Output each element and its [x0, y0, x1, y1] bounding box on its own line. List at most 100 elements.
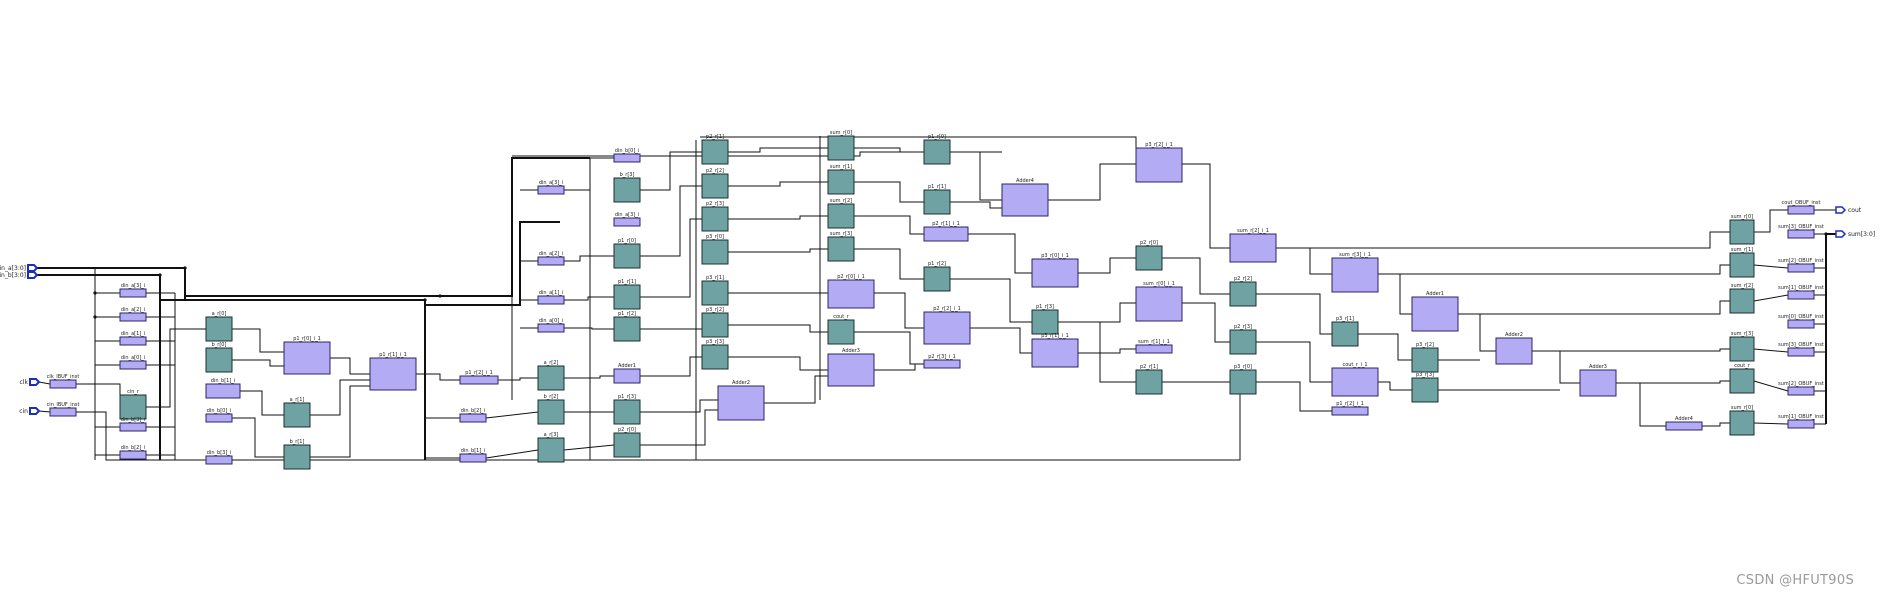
reg-a-r1[interactable] [283, 402, 311, 428]
in-buffer-3b[interactable] [537, 323, 565, 333]
reg-p2-r2b[interactable] [1229, 281, 1257, 307]
reg-final-0[interactable] [1729, 219, 1755, 245]
cell-p1-2[interactable] [459, 375, 499, 385]
reg-p1-r2b[interactable] [923, 266, 951, 292]
cell-p1-2b[interactable] [1331, 406, 1369, 416]
cell-p2-0[interactable] [827, 279, 875, 309]
reg-p3-r1b[interactable] [1331, 321, 1359, 347]
reg-sum-r2[interactable] [827, 203, 855, 229]
reg-p2-r0b[interactable] [1135, 245, 1163, 271]
reg-a-r2[interactable] [537, 365, 565, 391]
in-buffer-4[interactable] [119, 422, 147, 432]
reg-cin-r[interactable] [119, 394, 147, 420]
reg-b-r1[interactable] [283, 444, 311, 470]
cell-p3-2[interactable] [1135, 147, 1183, 183]
reg-p3-r0b[interactable] [1229, 369, 1257, 395]
cell-p2-2[interactable] [923, 311, 971, 345]
reg-sum-r0[interactable] [827, 135, 855, 161]
in-buffer-7b[interactable] [613, 153, 641, 163]
reg-p2-r0[interactable] [613, 432, 641, 458]
reg-sum-r1[interactable] [827, 169, 855, 195]
cell-adder1b[interactable] [1411, 296, 1459, 332]
reg-final-3[interactable] [1729, 336, 1755, 362]
port-din-b[interactable] [27, 271, 39, 279]
cell-adder1[interactable] [613, 368, 641, 384]
reg-b-r0[interactable] [205, 347, 233, 373]
reg-sum-r3[interactable] [827, 236, 855, 262]
reg-p1-r1[interactable] [613, 284, 641, 310]
in-buffer-4b[interactable] [205, 455, 233, 465]
reg-cout-r[interactable] [827, 319, 855, 345]
reg-p1-r0[interactable] [613, 243, 641, 269]
in-buffer-5b[interactable] [459, 413, 487, 423]
reg-p1-r2[interactable] [613, 316, 641, 342]
in-buffer-1b[interactable] [537, 256, 565, 266]
reg-b-r2[interactable] [537, 399, 565, 425]
cell-sum-1[interactable] [1135, 344, 1173, 354]
port-din-a[interactable] [27, 264, 39, 272]
reg-p1-r1b[interactable] [923, 189, 951, 215]
reg-p2-r1[interactable] [701, 139, 729, 165]
cell-adder3[interactable] [827, 353, 875, 387]
port-cin[interactable] [29, 407, 41, 415]
cell-p1-1[interactable] [369, 357, 417, 391]
reg-a-r3[interactable] [537, 437, 565, 463]
cell-adder3b[interactable] [1579, 369, 1617, 397]
reg-p3-r2[interactable] [701, 312, 729, 338]
cell-p3-1[interactable] [1031, 338, 1079, 368]
reg-p3-r3[interactable] [701, 344, 729, 370]
reg-p3-r3b[interactable] [1411, 377, 1439, 403]
in-buffer-0b[interactable] [537, 185, 565, 195]
cell-sum-0[interactable] [1135, 286, 1183, 322]
cell-p1-0[interactable] [283, 341, 331, 375]
in-buffer-0c[interactable] [613, 217, 641, 227]
reg-p2-r3[interactable] [701, 206, 729, 232]
reg-p2-r2[interactable] [701, 173, 729, 199]
clk-buffer[interactable] [49, 379, 77, 389]
reg-p1-r3b[interactable] [1031, 309, 1059, 335]
reg-p3-r2b[interactable] [1411, 347, 1439, 373]
in-buffer-2b[interactable] [537, 295, 565, 305]
out-buffer-6[interactable] [1787, 386, 1815, 396]
cell-p3-0[interactable] [1031, 258, 1079, 288]
reg-p3-r1[interactable] [701, 280, 729, 306]
cell-adder2b[interactable] [1495, 337, 1533, 365]
port-sum[interactable] [1835, 230, 1847, 238]
cell-p2-1[interactable] [923, 226, 969, 242]
in-buffer-6[interactable] [205, 383, 241, 399]
in-buffer-7[interactable] [205, 413, 233, 423]
out-buffer-1[interactable] [1787, 229, 1815, 239]
out-buffer-2[interactable] [1787, 263, 1815, 273]
out-buffer-7[interactable] [1787, 419, 1815, 429]
reg-b-r3[interactable] [613, 177, 641, 203]
out-buffer-3[interactable] [1787, 290, 1815, 300]
in-buffer-1[interactable] [119, 312, 147, 322]
cell-cout[interactable] [1331, 367, 1379, 397]
port-cout[interactable] [1835, 206, 1847, 214]
in-buffer-6b[interactable] [459, 453, 487, 463]
in-buffer-0[interactable] [119, 288, 147, 298]
cell-adder2[interactable] [717, 385, 765, 421]
cin-buffer[interactable] [49, 407, 77, 417]
cell-sum-3[interactable] [1331, 257, 1379, 293]
reg-final-2[interactable] [1729, 288, 1755, 314]
out-buffer-0[interactable] [1787, 205, 1815, 215]
reg-a-r0[interactable] [205, 316, 233, 342]
in-buffer-5[interactable] [119, 450, 147, 460]
port-clk[interactable] [29, 378, 41, 386]
in-buffer-3[interactable] [119, 360, 147, 370]
reg-final-1[interactable] [1729, 252, 1755, 278]
out-buffer-4[interactable] [1787, 319, 1815, 329]
in-buffer-2[interactable] [119, 336, 147, 346]
reg-p1-r0b[interactable] [923, 139, 951, 165]
reg-p3-r0[interactable] [701, 239, 729, 265]
cell-adder4[interactable] [1001, 183, 1049, 217]
cell-p2-3[interactable] [923, 359, 961, 369]
cell-adder4b[interactable] [1665, 421, 1703, 431]
out-buffer-5[interactable] [1787, 347, 1815, 357]
reg-final-4[interactable] [1729, 368, 1755, 394]
reg-final-5[interactable] [1729, 410, 1755, 436]
cell-sum-2[interactable] [1229, 233, 1277, 263]
reg-p1-r3[interactable] [613, 399, 641, 425]
reg-p2-r3b[interactable] [1229, 329, 1257, 355]
